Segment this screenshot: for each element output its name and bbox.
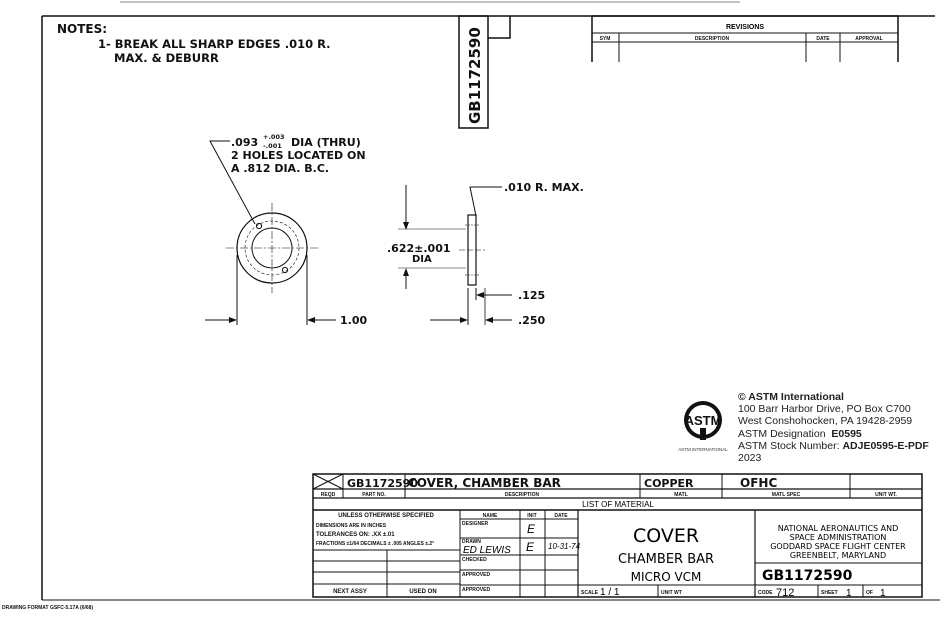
astm-designation: E0595 [831, 427, 862, 440]
svg-text:ED LEWIS: ED LEWIS [463, 545, 511, 556]
svg-text:.622±.001: .622±.001 [387, 242, 451, 255]
vertical-drawing-number: GB1172590 [458, 15, 511, 129]
svg-text:REVISIONS: REVISIONS [726, 24, 764, 31]
svg-text:ASTM: ASTM [685, 413, 722, 428]
svg-text:ASTM INTERNATIONAL: ASTM INTERNATIONAL [678, 447, 728, 452]
svg-text:1 / 1: 1 / 1 [600, 587, 620, 598]
side-view: .010 R. MAX. .622±.001 DIA .125 .250 [387, 181, 584, 327]
svg-text:UNIT WT.: UNIT WT. [875, 492, 897, 498]
svg-text:E: E [527, 522, 536, 536]
svg-text:CHECKED: CHECKED [462, 557, 487, 563]
svg-text:COPPER: COPPER [644, 477, 694, 490]
astm-year: 2023 [738, 452, 762, 465]
svg-text:.093: .093 [231, 136, 258, 149]
svg-text:DESCRIPTION: DESCRIPTION [505, 492, 540, 498]
svg-text:UNLESS OTHERWISE SPECIFIED: UNLESS OTHERWISE SPECIFIED [338, 513, 434, 519]
svg-text:NATIONAL AERONAUTICS AND: NATIONAL AERONAUTICS AND [778, 524, 899, 533]
drawing-format-footer: DRAWING FORMAT GSFC-5.17A (6/68) [2, 605, 93, 611]
svg-text:-.001: -.001 [263, 142, 282, 150]
svg-text:MAX. & DEBURR: MAX. & DEBURR [114, 51, 219, 65]
svg-text:SPACE ADMINISTRATION: SPACE ADMINISTRATION [790, 533, 887, 542]
svg-text:SCALE: SCALE [581, 590, 599, 596]
svg-text:1: 1 [880, 588, 886, 599]
svg-text:E: E [526, 540, 535, 554]
svg-text:APPROVAL: APPROVAL [855, 36, 882, 42]
svg-text:MATL: MATL [674, 492, 688, 498]
svg-text:DESCRIPTION: DESCRIPTION [695, 36, 730, 42]
svg-text:1.00: 1.00 [340, 314, 367, 327]
svg-text:CODE: CODE [758, 590, 773, 596]
svg-text:DIA: DIA [412, 254, 432, 265]
svg-text:DATE: DATE [816, 36, 830, 42]
svg-text:2 HOLES LOCATED ON: 2 HOLES LOCATED ON [231, 149, 366, 162]
astm-logo: ASTM ASTM INTERNATIONAL [678, 401, 728, 452]
revisions-table: REVISIONS SYM DESCRIPTION DATE APPROVAL [591, 15, 899, 62]
svg-text:INIT: INIT [527, 513, 536, 519]
svg-text:SYM: SYM [600, 36, 611, 42]
svg-text:MATL SPEC: MATL SPEC [772, 492, 801, 498]
svg-text:NEXT ASSY: NEXT ASSY [333, 589, 367, 595]
svg-text:PART NO.: PART NO. [362, 492, 386, 498]
notes: NOTES: 1- BREAK ALL SHARP EDGES .010 R. … [57, 22, 331, 65]
svg-text:NOTES:: NOTES: [57, 22, 107, 36]
svg-text:REQD: REQD [321, 492, 336, 498]
astm-copyright-notice: © ASTM International 100 Barr Harbor Dri… [738, 391, 929, 464]
svg-text:GB1172590: GB1172590 [347, 477, 418, 490]
svg-text:DIA (THRU): DIA (THRU) [291, 136, 361, 149]
astm-copyright: © ASTM International [738, 391, 844, 403]
svg-text:A .812 DIA. B.C.: A .812 DIA. B.C. [231, 162, 329, 175]
svg-text:GB1172590: GB1172590 [466, 27, 484, 124]
svg-text:.250: .250 [518, 314, 545, 327]
svg-text:UNIT WT: UNIT WT [661, 590, 682, 596]
svg-text:+.003: +.003 [263, 133, 284, 141]
astm-designation-label: ASTM Designation [738, 427, 826, 440]
svg-text:USED ON: USED ON [409, 589, 436, 595]
astm-stock-label: ASTM Stock Number: [738, 439, 840, 452]
svg-text:CHAMBER BAR: CHAMBER BAR [618, 552, 714, 567]
astm-address-2: West Conshohocken, PA 19428-2959 [738, 415, 913, 428]
svg-text:MICRO VCM: MICRO VCM [631, 570, 702, 584]
svg-text:OF: OF [866, 590, 873, 596]
svg-text:APPROVED: APPROVED [462, 572, 490, 578]
svg-text:DESIGNER: DESIGNER [462, 521, 489, 527]
svg-text:DRAWN: DRAWN [462, 539, 481, 545]
svg-text:FRACTIONS ±1/64 DECIMALS ± .0: FRACTIONS ±1/64 DECIMALS ± .005 ANGLES ±… [316, 541, 434, 547]
svg-text:APPROVED: APPROVED [462, 587, 490, 593]
svg-text:NAME: NAME [483, 513, 498, 519]
material-list: GB1172590 COVER, CHAMBER BAR COPPER OFHC… [312, 473, 923, 598]
svg-text:.010 R. MAX.: .010 R. MAX. [504, 181, 584, 194]
svg-text:GODDARD SPACE FLIGHT CENTER: GODDARD SPACE FLIGHT CENTER [770, 542, 906, 551]
svg-text:GREENBELT, MARYLAND: GREENBELT, MARYLAND [790, 551, 886, 560]
svg-text:GB1172590: GB1172590 [762, 568, 853, 584]
svg-text:COVER, CHAMBER BAR: COVER, CHAMBER BAR [408, 476, 561, 490]
svg-text:1: 1 [846, 588, 852, 599]
astm-address-1: 100 Barr Harbor Drive, PO Box C700 [738, 403, 911, 416]
astm-stock-number: ADJE0595-E-PDF [842, 439, 929, 452]
svg-text:DATE: DATE [554, 513, 568, 519]
svg-text:LIST OF MATERIAL: LIST OF MATERIAL [582, 500, 654, 509]
title-block: UNLESS OTHERWISE SPECIFIED DIMENSIONS AR… [313, 510, 922, 599]
svg-text:OFHC: OFHC [740, 476, 777, 490]
svg-text:.125: .125 [518, 289, 545, 302]
svg-text:10-31-74: 10-31-74 [548, 542, 581, 551]
front-view: .093 +.003 -.001 DIA (THRU) 2 HOLES LOCA… [205, 133, 367, 327]
svg-text:712: 712 [776, 587, 794, 599]
svg-text:TOLERANCES ON: .XX ±.01: TOLERANCES ON: .XX ±.01 [316, 532, 395, 538]
svg-text:COVER: COVER [633, 525, 699, 547]
svg-text:1- BREAK ALL SHARP EDGES .010: 1- BREAK ALL SHARP EDGES .010 R. [98, 37, 331, 51]
svg-text:DIMENSIONS ARE IN INCHES: DIMENSIONS ARE IN INCHES [316, 523, 387, 529]
svg-text:SHEET: SHEET [821, 590, 838, 596]
